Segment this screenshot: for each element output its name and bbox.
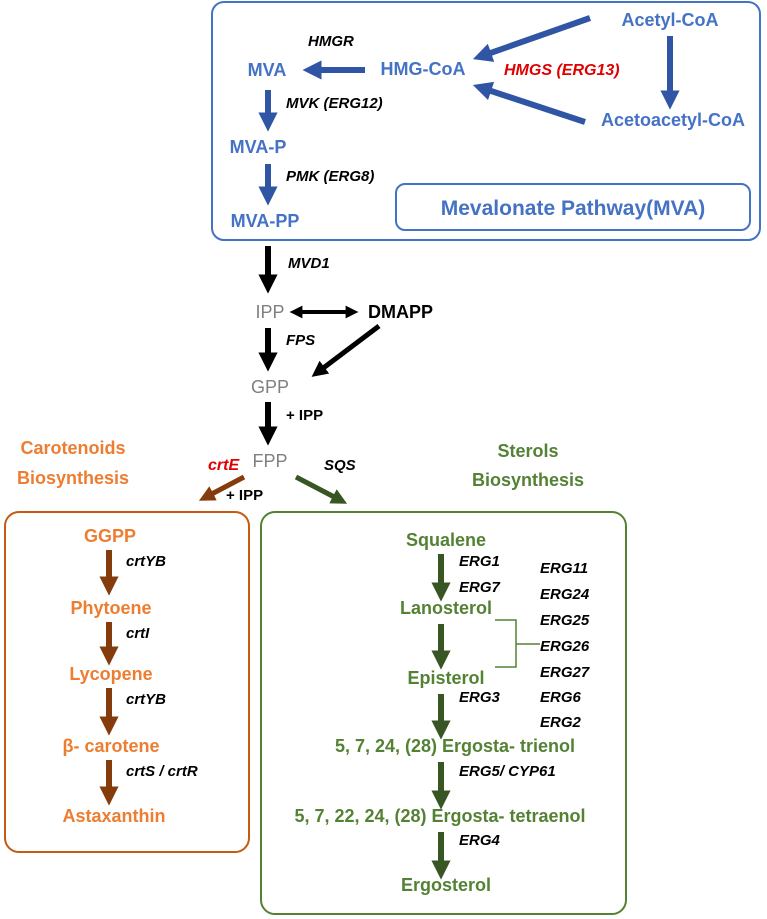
acetyl-to-hmg-arrow <box>472 15 591 62</box>
mva-title: Mevalonate Pathway(MVA) <box>441 197 706 220</box>
erg7-enzyme: ERG7 <box>459 579 501 596</box>
ergosterol-label: Ergosterol <box>401 875 491 895</box>
dmapp-label: DMAPP <box>368 302 433 322</box>
astaxanthin-label: Astaxanthin <box>62 806 165 826</box>
acetyl-coa-label: Acetyl-CoA <box>621 10 718 30</box>
dmapp-to-gpp-arrow <box>311 324 381 377</box>
carotenoids-header-2: Biosynthesis <box>17 468 129 488</box>
erg25-enzyme: ERG25 <box>540 612 590 629</box>
erg24-enzyme: ERG24 <box>540 586 590 603</box>
mva-label: MVA <box>248 60 287 80</box>
squalene-label: Squalene <box>406 530 486 550</box>
mva-pathway-box <box>211 1 761 241</box>
ipp-label: IPP <box>255 302 284 322</box>
hmg-coa-label: HMG-CoA <box>381 59 466 79</box>
pmk-enzyme: PMK (ERG8) <box>286 168 374 185</box>
fpp-to-squalene-arrow <box>294 474 348 504</box>
erg27-enzyme: ERG27 <box>540 664 590 681</box>
erg1-enzyme: ERG1 <box>459 553 500 570</box>
erg26-enzyme: ERG26 <box>540 638 590 655</box>
erg6-enzyme: ERG6 <box>540 689 582 706</box>
plus-ipp-1: + IPP <box>286 407 323 424</box>
crte-enzyme: crtE <box>208 457 240 474</box>
gpp-label: GPP <box>251 377 289 397</box>
crts-crtr-enzyme: crtS / crtR <box>126 763 198 780</box>
carotenoids-box <box>4 511 250 853</box>
acetoacetyl-coa-label: Acetoacetyl-CoA <box>601 110 745 130</box>
phytoene-label: Phytoene <box>70 598 151 618</box>
fps-enzyme: FPS <box>286 332 315 349</box>
mvk-enzyme: MVK (ERG12) <box>286 95 383 112</box>
fpp-to-ggpp-arrow <box>198 474 246 501</box>
beta-carotene-label: β- carotene <box>62 736 159 756</box>
sterols-box <box>260 511 627 915</box>
hmgs-enzyme: HMGS (ERG13) <box>504 62 620 79</box>
mva-p-label: MVA-P <box>230 137 287 157</box>
mva-title-box <box>395 183 751 231</box>
acetoacetyl-to-hmg-arrow <box>472 81 586 125</box>
plus-ipp-2: + IPP <box>226 487 263 504</box>
crtyb-2-enzyme: crtYB <box>126 691 166 708</box>
tetraenol-label: 5, 7, 22, 24, (28) Ergosta- tetraenol <box>294 806 585 826</box>
crtyb-1-enzyme: crtYB <box>126 553 166 570</box>
erg4-enzyme: ERG4 <box>459 832 501 849</box>
trienol-label: 5, 7, 24, (28) Ergosta- trienol <box>335 736 575 756</box>
lanosterol-label: Lanosterol <box>400 598 492 618</box>
mva-pp-label: MVA-PP <box>231 211 300 231</box>
sterols-header-2: Biosynthesis <box>472 470 584 490</box>
mvd1-enzyme: MVD1 <box>288 255 330 272</box>
crti-enzyme: crtI <box>126 625 150 642</box>
fpp-label: FPP <box>252 451 287 471</box>
erg5-cyp61-enzyme: ERG5/ CYP61 <box>459 763 556 780</box>
ggpp-label: GGPP <box>84 526 136 546</box>
lycopene-label: Lycopene <box>69 664 152 684</box>
carotenoids-header-1: Carotenoids <box>20 438 125 458</box>
erg-bracket <box>495 619 540 668</box>
episterol-label: Episterol <box>407 668 484 688</box>
sterols-header-1: Sterols <box>497 441 558 461</box>
sqs-enzyme: SQS <box>324 457 356 474</box>
erg3-enzyme: ERG3 <box>459 689 501 706</box>
hmgr-enzyme: HMGR <box>308 33 354 50</box>
erg11-enzyme: ERG11 <box>540 560 588 577</box>
erg2-enzyme: ERG2 <box>540 714 582 731</box>
